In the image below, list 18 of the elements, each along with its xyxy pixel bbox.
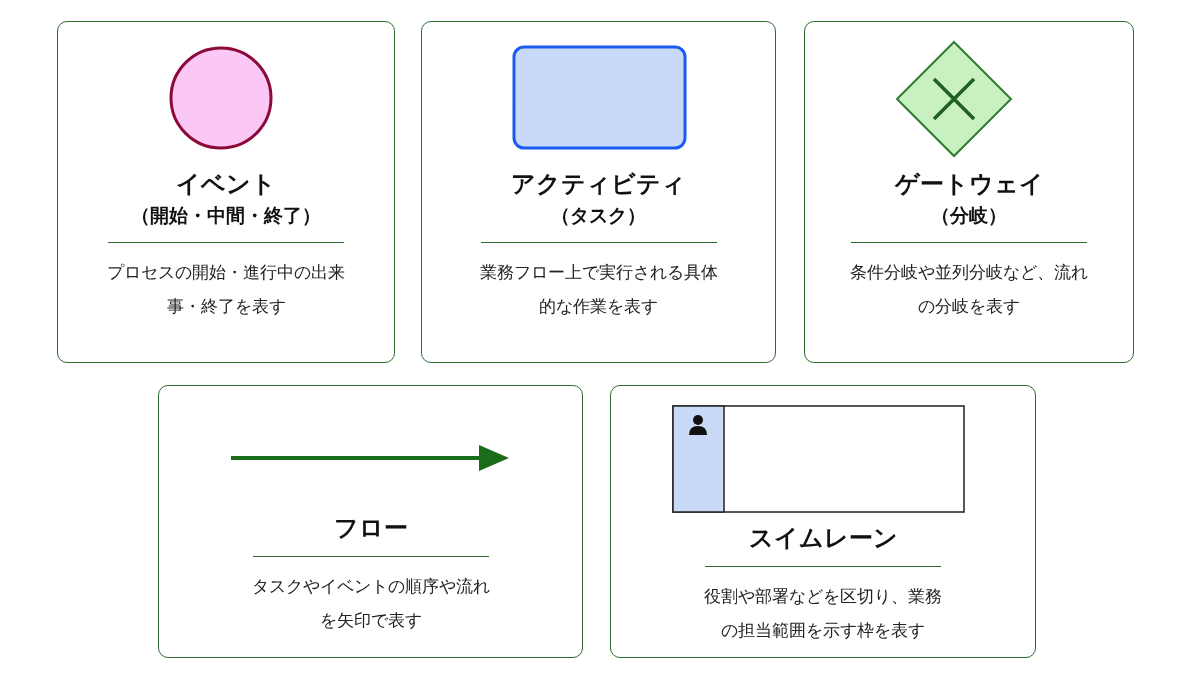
card-description: プロセスの開始・進行中の出来事・終了を表す — [106, 261, 346, 318]
card-subtitle: （分岐） — [931, 203, 1007, 228]
card-subtitle: （タスク） — [551, 203, 646, 228]
card — [158, 385, 583, 658]
card-title: アクティビティ — [511, 169, 686, 200]
card — [57, 21, 395, 363]
card-title: スイムレーン — [748, 523, 898, 554]
card-description: 役割や部署などを区切り、業務の担当範囲を示す枠を表す — [703, 585, 943, 642]
card — [421, 21, 776, 363]
card-description: 業務フロー上で実行される具体的な作業を表す — [478, 261, 719, 318]
card-description: 条件分岐や並列分岐など、流れの分岐を表す — [849, 261, 1089, 318]
card — [610, 385, 1036, 658]
card-title: イベント — [176, 169, 276, 200]
card — [804, 21, 1134, 363]
card-description: タスクやイベントの順序や流れを矢印で表す — [250, 575, 491, 632]
card-title: フロー — [333, 513, 408, 544]
card-title: ゲートウェイ — [894, 169, 1044, 200]
card-subtitle: （開始・中間・終了） — [131, 203, 321, 228]
